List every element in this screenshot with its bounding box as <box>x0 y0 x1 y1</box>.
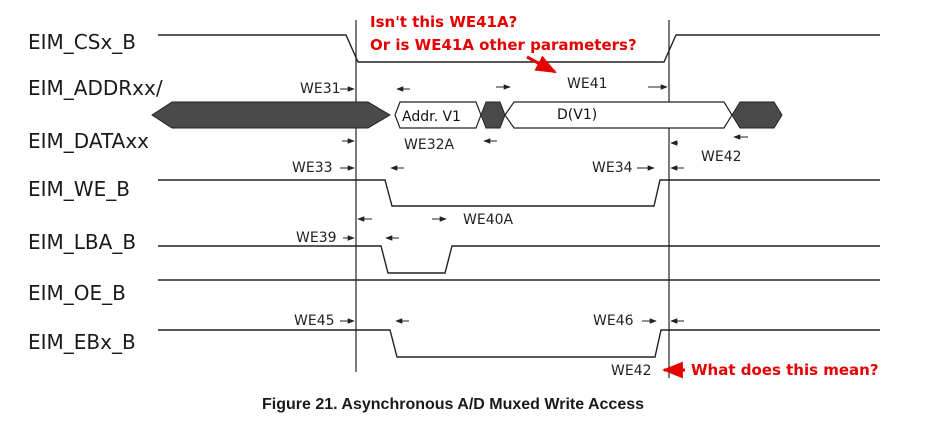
param-we45: WE45 <box>294 313 335 329</box>
param-we42-lower: WE42 <box>611 363 652 379</box>
eb-waveform <box>158 329 880 358</box>
param-we31: WE31 <box>300 81 341 97</box>
signal-addr-label: EIM_ADDRxx/ <box>28 76 163 100</box>
param-we46: WE46 <box>593 313 634 329</box>
signal-we-label: EIM_WE_B <box>28 177 130 201</box>
we-waveform <box>158 179 880 207</box>
param-we39: WE39 <box>296 230 337 246</box>
data-box <box>504 101 733 129</box>
param-we42-upper: WE42 <box>701 149 742 165</box>
signal-oe-label: EIM_OE_B <box>28 281 126 305</box>
figure-caption: Figure 21. Asynchronous A/D Muxed Write … <box>262 396 644 413</box>
param-we32a: WE32A <box>404 137 455 153</box>
data-box-label: D(V1) <box>557 107 597 123</box>
signal-lba-label: EIM_LBA_B <box>28 230 136 254</box>
cs-waveform <box>158 34 880 63</box>
bus-turnaround <box>480 101 506 129</box>
timing-arrows <box>340 84 748 324</box>
address-box-label: Addr. V1 <box>402 109 461 125</box>
annotation-arrow-we41 <box>526 55 557 74</box>
annotation-question-line2: Or is WE41A other parameters? <box>370 36 637 54</box>
annotation-question-line1: Isn't this WE41A? <box>370 13 517 31</box>
lba-waveform <box>158 245 880 274</box>
signal-data-label: EIM_DATAxx <box>28 129 149 153</box>
bus-invalid-right <box>731 101 783 129</box>
signal-cs-label: EIM_CSx_B <box>28 30 136 54</box>
signal-eb-label: EIM_EBx_B <box>28 330 136 354</box>
param-we33: WE33 <box>292 160 333 176</box>
param-we41: WE41 <box>567 76 608 92</box>
bus-invalid-left <box>151 101 391 129</box>
param-we40a: WE40A <box>463 212 514 228</box>
annotation-question-bottom: What does this mean? <box>691 361 879 379</box>
param-we34: WE34 <box>592 160 633 176</box>
